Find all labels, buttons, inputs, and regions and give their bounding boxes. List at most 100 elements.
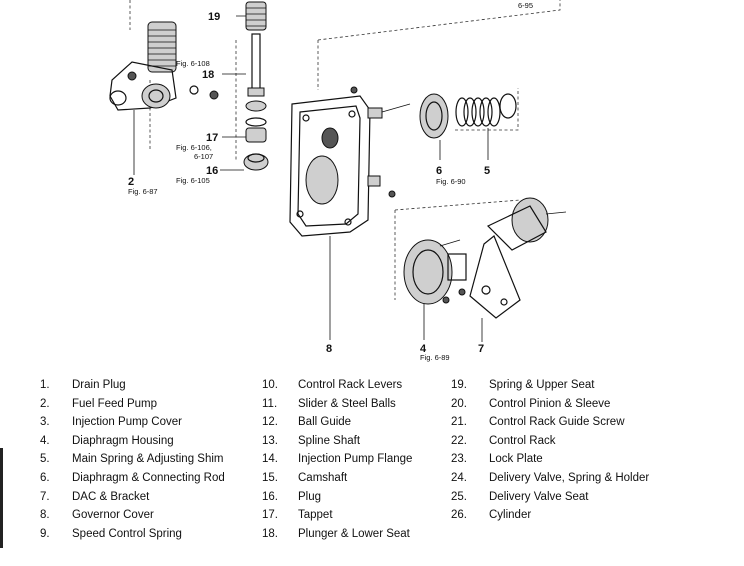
legend-item: 26. Cylinder xyxy=(451,506,649,525)
parts-legend: 1. Drain Plug 2. Fuel Feed Pump 3. Injectio… xyxy=(0,376,744,566)
legend-number: 15. xyxy=(262,471,278,484)
legend-column-1: 1. Drain Plug 2. Fuel Feed Pump 3. Injectio… xyxy=(40,376,225,543)
legend-item: 19.Spring & Upper Seat xyxy=(451,376,649,395)
fig-ref-18: Fig. 6-108 xyxy=(176,59,210,68)
legend-item: 8. Governor Cover xyxy=(40,506,225,525)
fig-ref-17b: 6-107 xyxy=(194,152,213,161)
legend-number: 6. xyxy=(40,471,50,484)
legend-name: Control Rack Guide Screw xyxy=(489,416,625,429)
legend-name: Control Rack xyxy=(489,434,556,447)
legend-name: Tappet xyxy=(298,509,333,522)
legend-name: Plug xyxy=(298,490,322,503)
legend-number: 8. xyxy=(40,509,50,522)
legend-item: 24. Delivery Valve, Spring & Holder xyxy=(451,469,649,488)
legend-name: Cylinder xyxy=(489,509,532,522)
legend-number: 11. xyxy=(262,397,278,410)
diaphragm-housing-drawing xyxy=(403,239,467,340)
legend-item: 16. Plug xyxy=(262,488,412,507)
legend-item: 23. Lock Plate xyxy=(451,450,649,469)
callout-2: 2 xyxy=(128,176,134,188)
fig-ref-17a: Fig. 6-106, xyxy=(176,143,212,152)
legend-item: 7. DAC & Bracket xyxy=(40,488,225,507)
legend-item: 11. Slider & Steel Balls xyxy=(262,395,412,414)
legend-name: Delivery Valve, Spring & Holder xyxy=(489,471,650,484)
legend-name: Lock Plate xyxy=(489,453,543,466)
legend-name: Camshaft xyxy=(298,471,348,484)
fuel-feed-pump-drawing xyxy=(109,21,219,175)
legend-number: 9. xyxy=(40,527,50,540)
legend-item: 10.Control Rack Levers xyxy=(262,376,412,395)
legend-item: 22. Control Rack xyxy=(451,432,649,451)
legend-name: Spline Shaft xyxy=(298,434,361,447)
legend-item: 21. Control Rack Guide Screw xyxy=(451,413,649,432)
legend-item: 2. Fuel Feed Pump xyxy=(40,395,225,414)
fig-ref-16: Fig. 6-105 xyxy=(176,176,210,185)
callout-16: 16 xyxy=(206,165,218,177)
legend-item: 14. Injection Pump Flange xyxy=(262,450,412,469)
fig-ref-4: Fig. 6-89 xyxy=(420,353,450,362)
legend-number: 17. xyxy=(262,509,278,522)
legend-name: Diaphragm & Connecting Rod xyxy=(72,471,225,484)
diaphragm-and-spring-drawing xyxy=(419,93,517,160)
legend-name: Governor Cover xyxy=(72,509,154,522)
legend-name: Speed Control Spring xyxy=(72,527,182,540)
legend-name: Fuel Feed Pump xyxy=(72,397,158,410)
legend-item: 13. Spline Shaft xyxy=(262,432,412,451)
legend-number: 14. xyxy=(262,453,278,466)
legend-number: 26. xyxy=(451,509,467,522)
legend-name: Drain Plug xyxy=(72,379,126,391)
callout-8: 8 xyxy=(326,343,332,355)
legend-item: 1. Drain Plug xyxy=(40,376,225,395)
legend-number: 24. xyxy=(451,471,467,484)
legend-item: 20. Control Pinion & Sleeve xyxy=(451,395,649,414)
legend-name: Diaphragm Housing xyxy=(72,434,174,447)
legend-item: 17. Tappet xyxy=(262,506,412,525)
legend-item: 4. Diaphragm Housing xyxy=(40,432,225,451)
plunger-stack-drawing xyxy=(220,1,269,171)
legend-number: 20. xyxy=(451,397,467,410)
fig-ref-top: 6-95 xyxy=(518,1,533,10)
governor-cover-drawing xyxy=(289,86,411,340)
callout-19: 19 xyxy=(208,11,220,23)
fig-ref-2: Fig. 6-87 xyxy=(128,187,158,196)
legend-name: Slider & Steel Balls xyxy=(298,397,396,410)
legend-name: Plunger & Lower Seat xyxy=(298,527,410,540)
legend-number: 16. xyxy=(262,490,278,503)
legend-number: 13. xyxy=(262,434,278,447)
legend-name: Injection Pump Cover xyxy=(72,416,182,429)
callout-4: 4 xyxy=(420,343,427,355)
legend-number: 12. xyxy=(262,416,278,429)
legend-number: 18. xyxy=(262,527,278,540)
legend-name: Ball Guide xyxy=(298,416,352,429)
dac-bracket-drawing xyxy=(469,197,567,342)
legend-number: 25. xyxy=(451,490,467,503)
legend-number: 19. xyxy=(451,379,467,391)
legend-item: 9. Speed Control Spring xyxy=(40,525,225,544)
fig-ref-6: Fig. 6-90 xyxy=(436,177,466,186)
legend-item: 12. Ball Guide xyxy=(262,413,412,432)
exploded-parts-diagram: 19 18 17 16 2 6 5 8 4 7 6-95 Fig. 6-108 … xyxy=(109,0,567,362)
legend-item: 15. Camshaft xyxy=(262,469,412,488)
legend-number: 4. xyxy=(40,434,50,447)
legend-number: 23. xyxy=(451,453,467,466)
legend-number: 21. xyxy=(451,416,467,429)
scan-edge xyxy=(0,448,3,548)
legend-name: Injection Pump Flange xyxy=(298,453,413,466)
legend-item: 6. Diaphragm & Connecting Rod xyxy=(40,469,225,488)
legend-column-2: 10.Control Rack Levers 11. Slider & Steel… xyxy=(262,376,412,543)
legend-name: Main Spring & Adjusting Shim xyxy=(72,453,224,466)
legend-name: Control Pinion & Sleeve xyxy=(489,397,611,410)
legend-number: 2. xyxy=(40,397,50,410)
legend-name: Delivery Valve Seat xyxy=(489,490,589,503)
legend-item: 3. Injection Pump Cover xyxy=(40,413,225,432)
legend-number: 7. xyxy=(40,490,50,503)
legend-item: 5.Main Spring & Adjusting Shim xyxy=(40,450,225,469)
legend-number: 1. xyxy=(40,379,50,391)
legend-item: 18. Plunger & Lower Seat xyxy=(262,525,412,544)
legend-name: DAC & Bracket xyxy=(72,490,150,503)
legend-item: 25. Delivery Valve Seat xyxy=(451,488,649,507)
legend-number: 22. xyxy=(451,434,467,447)
legend-number: 3. xyxy=(40,416,50,429)
legend-column-3: 19.Spring & Upper Seat 20. Control Pinion… xyxy=(451,376,649,525)
callout-6: 6 xyxy=(436,165,442,177)
